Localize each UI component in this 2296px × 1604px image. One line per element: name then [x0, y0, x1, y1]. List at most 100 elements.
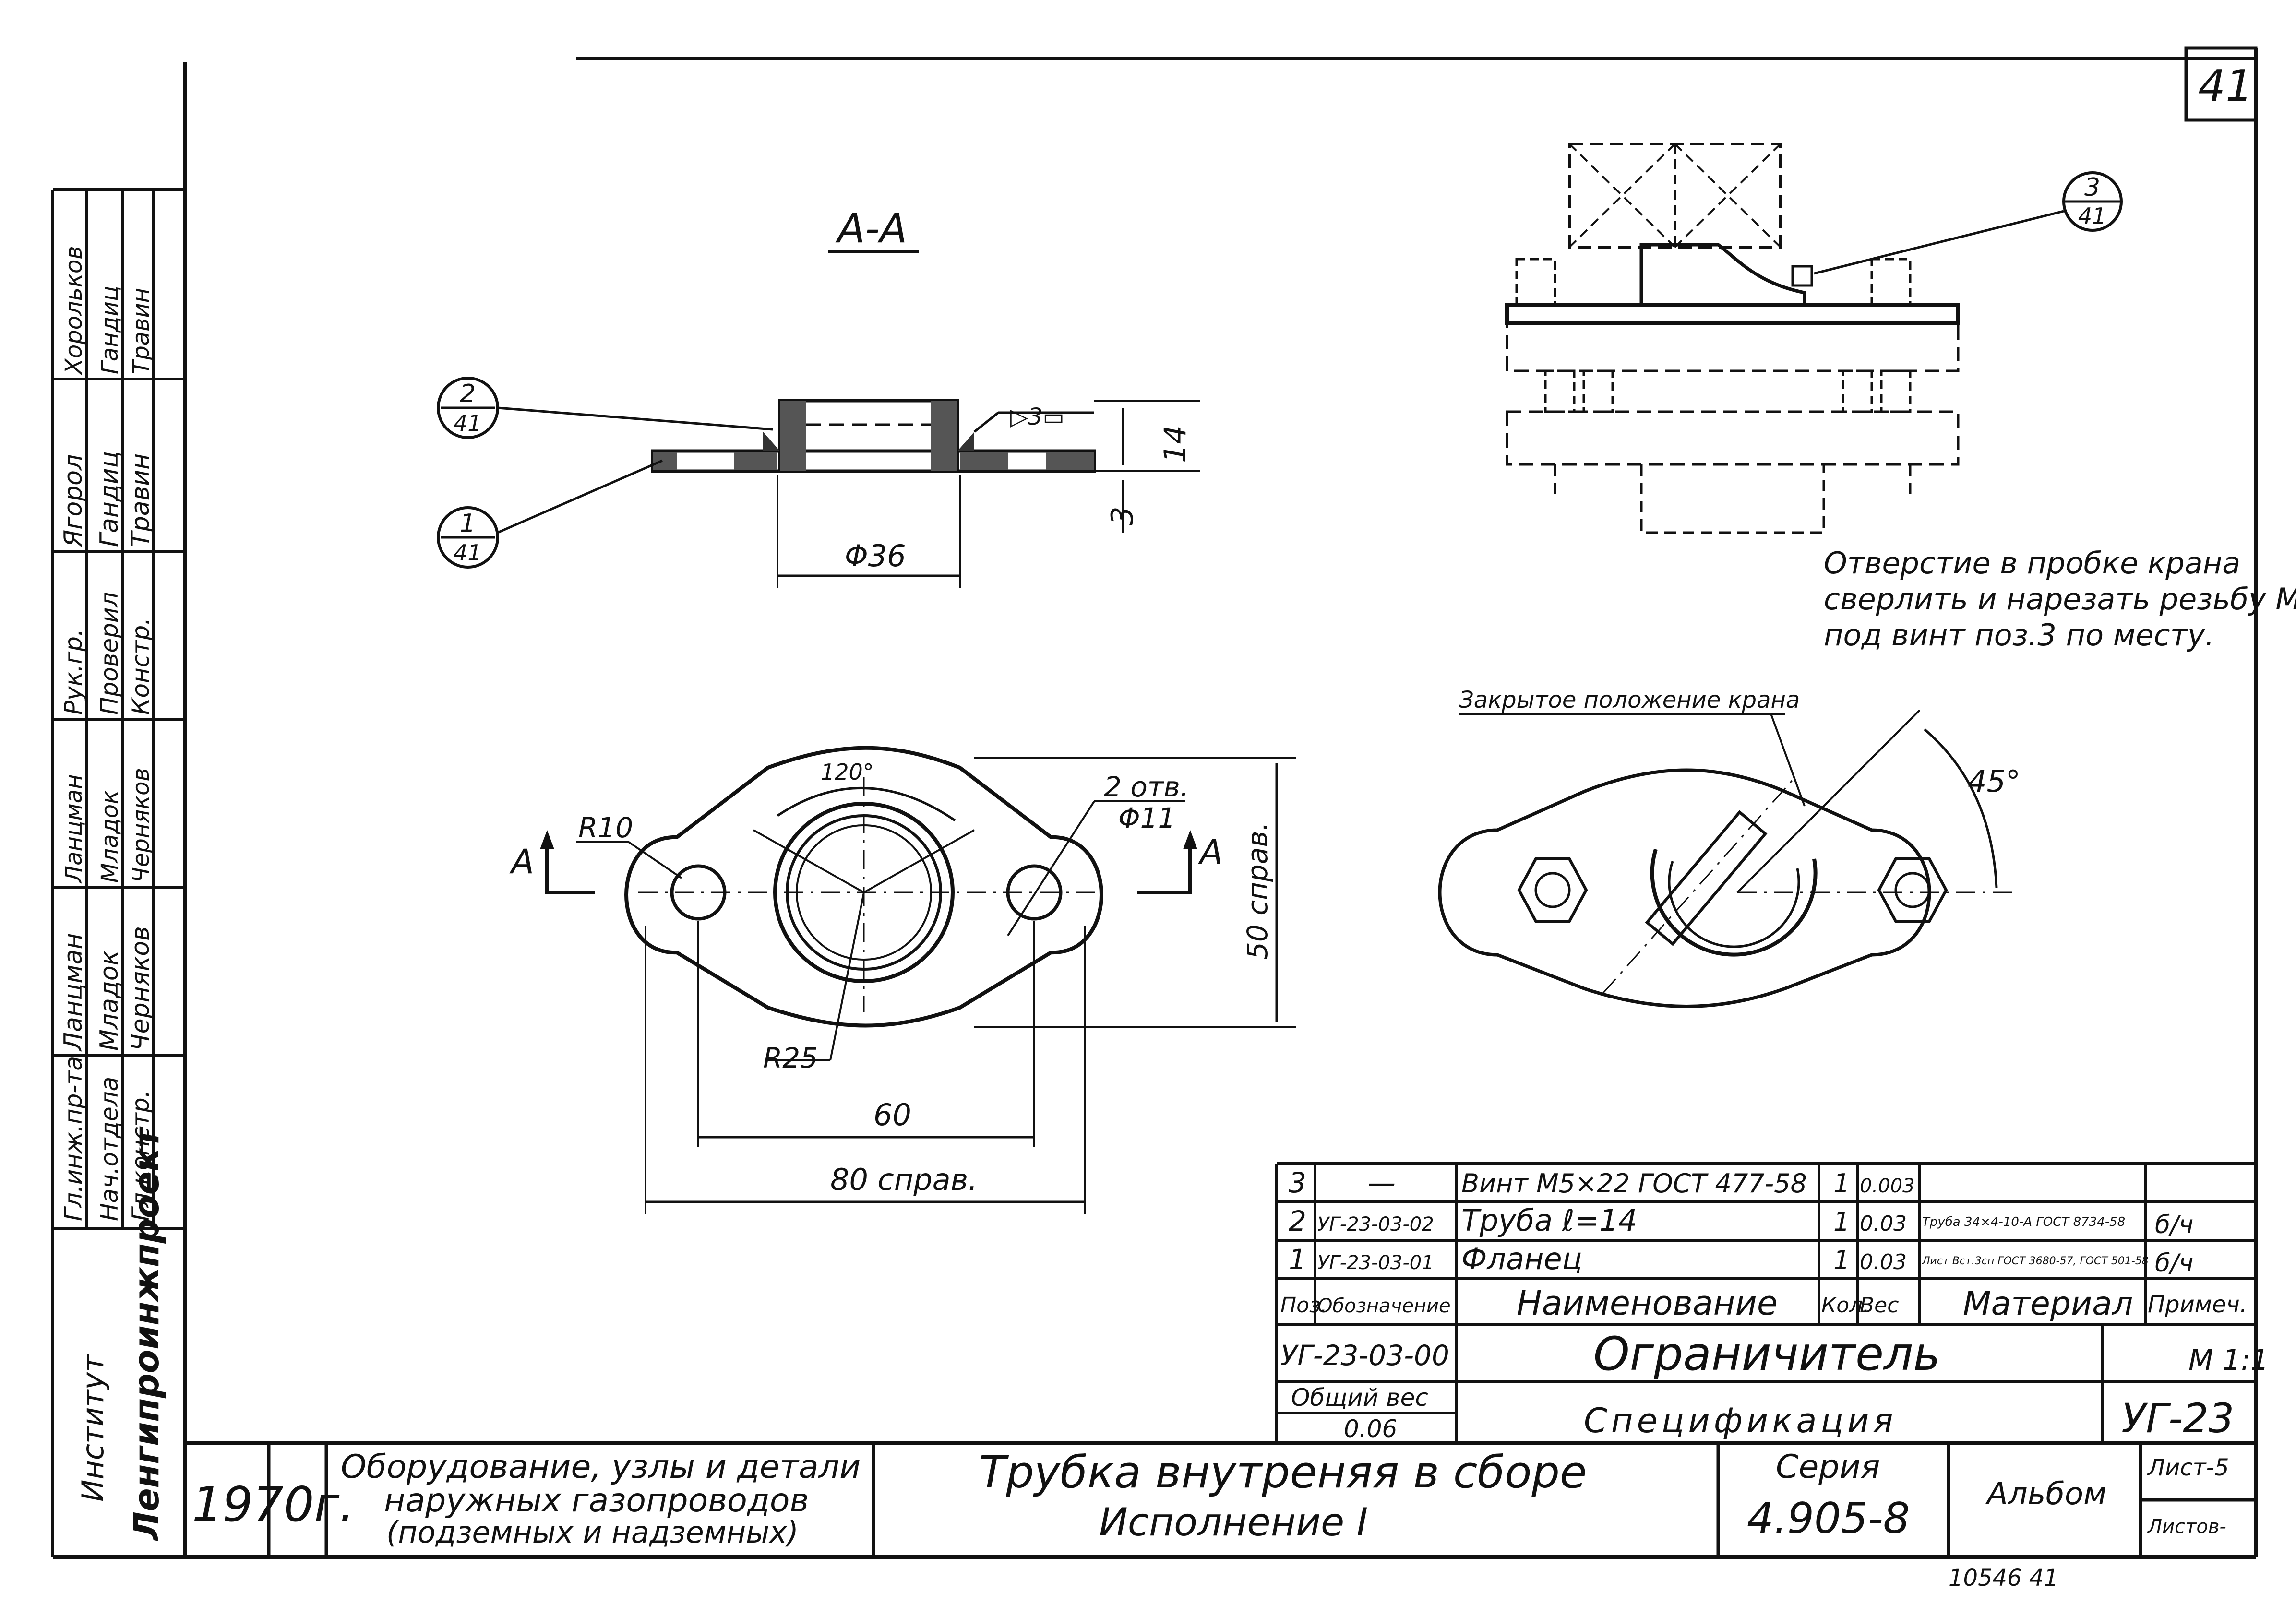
- callout-3-top: 3: [2084, 173, 2100, 202]
- sign-chief-engineer: Ягорол: [59, 454, 88, 547]
- spec-row-note: б/ч: [2155, 1211, 2193, 1239]
- dim-holes-2: Φ11: [1118, 802, 1175, 834]
- dim-14: 14: [1158, 425, 1193, 463]
- name-checked: Младок: [96, 790, 123, 883]
- scale: М 1:1: [2188, 1343, 2269, 1377]
- dim-80: 80 справ.: [830, 1162, 978, 1197]
- note-line-3: под винт поз.3 по месту.: [1824, 618, 2214, 653]
- spec-row-qty: 1: [1833, 1207, 1850, 1237]
- spec-header-weight: Вес: [1860, 1293, 1899, 1318]
- spec-row-weight: 0.003: [1860, 1175, 1915, 1197]
- sign-chief-designer: Травин: [126, 453, 155, 547]
- dim-holes-1: 2 отв.: [1104, 771, 1189, 803]
- spec-row-weight: 0.03: [1860, 1212, 1907, 1236]
- callout-2-top: 2: [460, 380, 476, 408]
- spec-row-note: б/ч: [2155, 1249, 2193, 1278]
- dim-r25: R25: [763, 1042, 818, 1074]
- spec-header-qty: Кол.: [1821, 1293, 1869, 1318]
- weight-value: 0.06: [1344, 1415, 1397, 1443]
- part-name: Ограничитель: [1593, 1327, 1940, 1381]
- section-label: А-А: [835, 205, 907, 252]
- subject-line-3: (подземных и надземных): [386, 1515, 799, 1550]
- name-dept-head: Гандиц: [96, 285, 123, 374]
- name-chief-engineer: Хорольков: [60, 246, 87, 376]
- spec-header-note: Примеч.: [2148, 1291, 2247, 1318]
- flange-plan-view: 120° R10 2 отв. Φ11 А А 50 справ. R25 60: [509, 746, 1296, 1214]
- role-designer: Констр.: [127, 618, 155, 715]
- section-view: А-А ▷3▭ 14 3 Φ36 2 41: [437, 205, 1200, 588]
- spec-row-pos: 1: [1289, 1243, 1306, 1276]
- role-dept-head: Нач.отдела: [96, 1077, 123, 1221]
- spec-row-name: Труба ℓ=14: [1461, 1203, 1637, 1238]
- sign-designer: Черняков: [126, 926, 155, 1051]
- drawing-title-1: Трубка внутреняя в сборе: [979, 1447, 1587, 1498]
- angle-45: 45°: [1968, 764, 2021, 799]
- callout-3-bottom: 41: [2078, 203, 2106, 229]
- dim-50: 50 справ.: [1241, 822, 1274, 960]
- drawing-code: УГ-23: [2121, 1395, 2234, 1442]
- year: 1970г.: [192, 1476, 355, 1533]
- role-chief-designer: Гл.констр.: [127, 1090, 155, 1221]
- spec-row-designation: УГ-23-03-01: [1317, 1252, 1434, 1274]
- callout-2-bottom: 41: [454, 410, 482, 436]
- institute-label: Институт: [75, 1354, 110, 1502]
- closed-label: Закрытое положение крана: [1459, 687, 1800, 713]
- callout-1-top: 1: [460, 509, 476, 538]
- title-bar: [267, 1443, 2256, 1557]
- spec-row-weight: 0.03: [1860, 1250, 1907, 1274]
- role-chief-engineer: Гл.инж.пр-та: [60, 1056, 87, 1221]
- spec-row-qty: 1: [1833, 1245, 1850, 1275]
- section-mark-left: А: [509, 842, 534, 881]
- spec-row-pos: 3: [1289, 1166, 1306, 1199]
- subject-line-2: наружных газопроводов: [384, 1482, 809, 1520]
- name-group-leader: Ланцман: [60, 774, 87, 884]
- series-label: Серия: [1776, 1448, 1880, 1486]
- spec-row-designation: УГ-23-03-02: [1317, 1213, 1434, 1236]
- spec-header-pos: Поз.: [1280, 1293, 1327, 1318]
- sheet-number: 41: [2198, 61, 2253, 111]
- weld-mark: ▷3▭: [1010, 404, 1064, 430]
- note-line-2: сверлить и нарезать резьбу М5: [1824, 582, 2296, 617]
- series-value: 4.905-8: [1747, 1494, 1910, 1543]
- role-checked: Проверил: [96, 592, 123, 715]
- weight-label: Общий вес: [1291, 1384, 1428, 1412]
- signature-strip: [51, 188, 185, 1557]
- album: Альбом: [1985, 1476, 2106, 1512]
- closed-position-view: Закрытое положение крана 45°: [1438, 687, 2021, 1008]
- spec-header-material: Материал: [1963, 1285, 2133, 1323]
- sign-dept-head: Гандиц: [95, 451, 124, 547]
- sheets-label: Листов-: [2147, 1516, 2226, 1538]
- spec-row-designation: —: [1368, 1166, 1396, 1199]
- sheet-number-box: 41: [2184, 46, 2258, 122]
- name-designer: Черняков: [128, 768, 155, 883]
- spec-table-grid: [1275, 1162, 2256, 1443]
- dim-d36: Φ36: [845, 538, 906, 573]
- assembly-view: 3 41 Отверстие в пробке крана сверлить и…: [1505, 143, 2296, 653]
- sign-checked: Младок: [95, 950, 124, 1051]
- dim-60: 60: [873, 1097, 911, 1132]
- callout-1-bottom: 41: [454, 540, 482, 566]
- institute-name: Ленгипроинжпроект: [126, 1126, 167, 1541]
- spec-row-name: Винт М5×22 ГОСТ 477-58: [1461, 1168, 1807, 1199]
- subject-line-1: Оборудование, узлы и детали: [341, 1448, 861, 1486]
- dim-120: 120°: [821, 759, 874, 785]
- sheet-frame: [53, 48, 2258, 1559]
- name-chief-designer: Травин: [128, 288, 155, 374]
- spec-row-material: Лист Вст.3сп ГОСТ 3680-57, ГОСТ 501-58: [1922, 1255, 2149, 1267]
- sheet-label: Лист-5: [2147, 1454, 2229, 1481]
- designation-code: УГ-23-03-00: [1280, 1339, 1449, 1372]
- sign-group-leader: Ланцман: [59, 933, 88, 1052]
- section-mark-right: А: [1198, 832, 1223, 872]
- spec-header-name: Наименование: [1517, 1283, 1778, 1323]
- document-type: Спецификация: [1584, 1401, 1897, 1440]
- spec-header-designation: Обозначение: [1317, 1295, 1451, 1317]
- bottom-stamp: 10546 41: [1949, 1565, 2058, 1592]
- spec-row-name: Фланец: [1461, 1241, 1582, 1276]
- role-group-leader: Рук.гр.: [60, 629, 87, 715]
- spec-row-qty: 1: [1833, 1168, 1850, 1199]
- drawing-title-2: Исполнение I: [1099, 1500, 1368, 1545]
- note-line-1: Отверстие в пробке крана: [1824, 546, 2240, 581]
- spec-row-pos: 2: [1289, 1205, 1306, 1237]
- spec-row-material: Труба 34×4-10-А ГОСТ 8734-58: [1922, 1215, 2125, 1229]
